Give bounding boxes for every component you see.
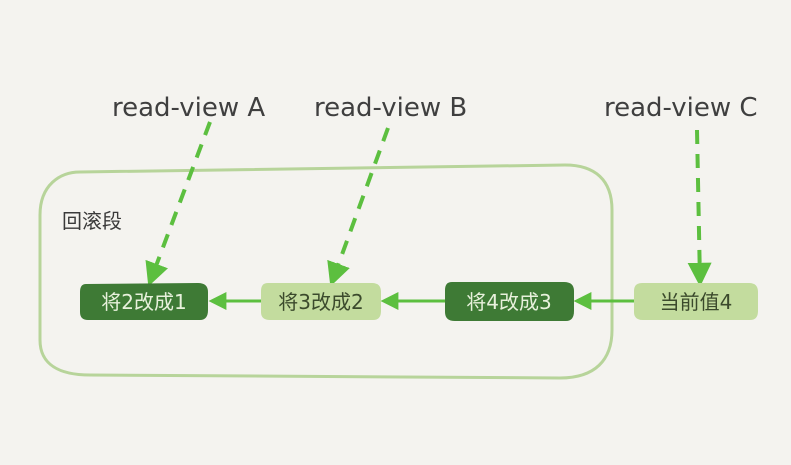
version-node-1: 将2改成1 bbox=[80, 283, 208, 320]
version-node-2: 将3改成2 bbox=[261, 283, 381, 320]
version-node-4-shape bbox=[634, 283, 758, 320]
rollback-segment-border bbox=[38, 163, 614, 380]
version-node-3-shape bbox=[445, 282, 574, 321]
read-view-c-label: read-view C bbox=[604, 93, 758, 123]
version-node-2-shape bbox=[261, 283, 381, 320]
read-view-a-label: read-view A bbox=[112, 93, 265, 123]
version-node-3-label: 将4改成3 bbox=[466, 290, 551, 314]
version-node-4-label: 当前值4 bbox=[660, 290, 733, 314]
version-node-3: 将4改成3 bbox=[445, 282, 574, 321]
read-view-b-pointer-arrow bbox=[327, 127, 390, 287]
read-view-c-pointer-arrow bbox=[687, 129, 712, 287]
read-view-b-label: read-view B bbox=[314, 93, 467, 123]
read-view-a-pointer-arrow bbox=[145, 121, 212, 287]
segment-label: 回滚段 bbox=[62, 209, 122, 233]
version-node-1-label: 将2改成1 bbox=[101, 290, 186, 314]
version-node-4: 当前值4 bbox=[634, 283, 758, 320]
version-node-2-label: 将3改成2 bbox=[278, 290, 363, 314]
version-node-1-shape bbox=[80, 283, 208, 320]
